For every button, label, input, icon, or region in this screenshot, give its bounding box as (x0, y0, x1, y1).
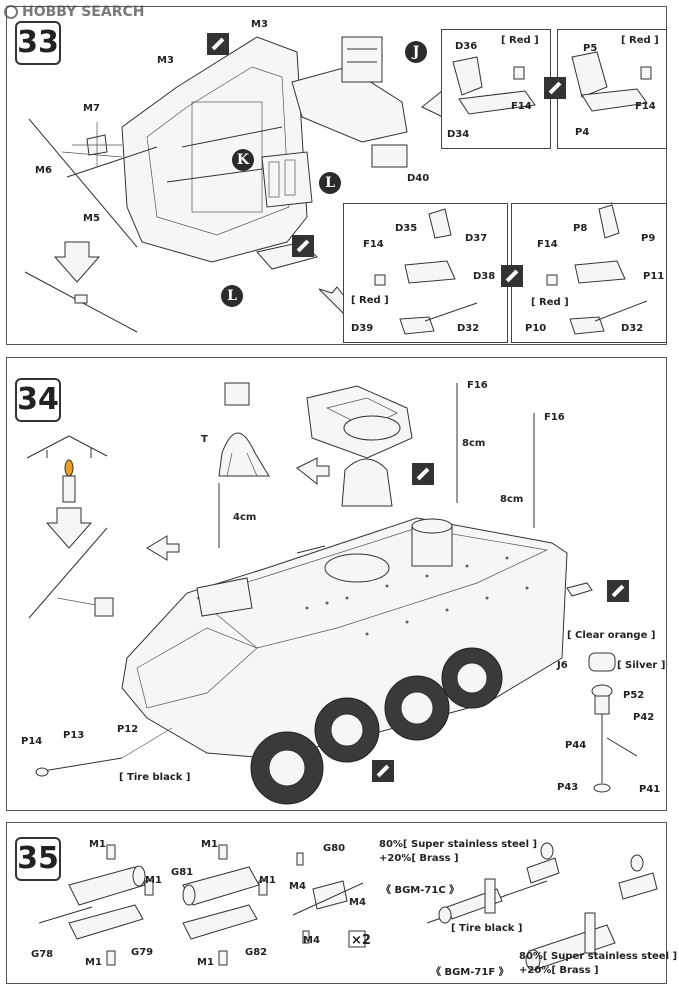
part-label: M1 (197, 957, 214, 968)
part-label: D36 (455, 41, 478, 52)
step-34-panel: 34 (6, 357, 667, 811)
paint-label: +20%[ Brass ] (519, 965, 599, 976)
part-label: M5 (83, 213, 100, 224)
callout-badge-l: L (221, 285, 243, 307)
callout-badge-j: J (405, 41, 427, 63)
paint-label: [ Tire black ] (451, 923, 523, 934)
paint-label: [ Red ] (351, 295, 389, 306)
dimension-label: 8cm (500, 494, 524, 505)
step-35-panel: 35 M1 M1 G78 M (6, 822, 677, 984)
part-label: P10 (525, 323, 547, 334)
part-label: F14 (511, 101, 532, 112)
part-label: F16 (544, 412, 565, 423)
part-label: D39 (351, 323, 374, 334)
part-label: M3 (251, 19, 268, 30)
callout-p4-assembly (557, 29, 667, 149)
part-label: M1 (145, 875, 162, 886)
part-label: P13 (63, 730, 85, 741)
part-label: M4 (349, 897, 366, 908)
part-label: F16 (467, 380, 488, 391)
paint-label: 80%[ Super stainless steel ] (379, 839, 538, 850)
part-label: P9 (641, 233, 656, 244)
cement-icon (501, 265, 523, 287)
part-label: T (201, 434, 208, 445)
part-label: D38 (473, 271, 496, 282)
callout-badge-l: L (319, 172, 341, 194)
part-label: M4 (289, 881, 306, 892)
part-label: P43 (557, 782, 579, 793)
part-label: P8 (573, 223, 588, 234)
step-35-drawing (38, 842, 658, 971)
part-label: G82 (245, 947, 268, 958)
cement-icon (292, 235, 314, 257)
part-label: P12 (117, 724, 139, 735)
part-label: P52 (623, 690, 645, 701)
part-label: D34 (447, 129, 470, 140)
step-33-callout-drawing (374, 51, 652, 335)
part-label: D32 (457, 323, 480, 334)
part-label: M1 (89, 839, 106, 850)
paint-label: [ Red ] (621, 35, 659, 46)
paint-label: [ Red ] (501, 35, 539, 46)
cement-icon (544, 77, 566, 99)
variant-label: 《 BGM-71C 》 (381, 885, 460, 896)
part-label: G80 (323, 843, 346, 854)
cement-icon (372, 760, 394, 782)
cement-icon (607, 580, 629, 602)
part-label: P5 (583, 43, 598, 54)
variant-label: 《 BGM-71F 》 (431, 967, 509, 978)
step-number: 35 (15, 837, 61, 881)
watermark-text: HOBBY SEARCH (22, 4, 145, 20)
step-33-panel: 33 (6, 6, 667, 345)
part-label: P42 (633, 712, 655, 723)
part-label: M1 (259, 875, 276, 886)
paint-label: +20%[ Brass ] (379, 853, 459, 864)
part-label: G78 (31, 949, 54, 960)
part-label: M6 (35, 165, 52, 176)
cement-icon (412, 463, 434, 485)
part-label: D32 (621, 323, 644, 334)
part-label: P14 (21, 736, 43, 747)
paint-label: [ Clear orange ] (567, 630, 656, 641)
part-label: M1 (85, 957, 102, 968)
part-label: G81 (171, 867, 194, 878)
step-number: 33 (15, 21, 61, 65)
part-label: D40 (407, 173, 430, 184)
part-label: M3 (157, 55, 174, 66)
dimension-label: 8cm (462, 438, 486, 449)
paint-label: [ Silver ] (617, 660, 666, 671)
part-label: F14 (635, 101, 656, 112)
callout-d34-assembly (441, 29, 551, 149)
part-label: P4 (575, 127, 590, 138)
part-label: M4 (303, 935, 320, 946)
part-label: G79 (131, 947, 154, 958)
step-number: 34 (15, 378, 61, 422)
part-label: M7 (83, 103, 100, 114)
part-label: J6 (557, 660, 568, 671)
step-34-drawing (26, 382, 638, 805)
part-label: P41 (639, 784, 661, 795)
callout-badge-k: K (232, 149, 254, 171)
quantity-label: ×2 (351, 933, 371, 948)
cement-icon (207, 33, 229, 55)
part-label: D37 (465, 233, 488, 244)
paint-label: [ Red ] (531, 297, 569, 308)
part-label: F14 (363, 239, 384, 250)
dimension-label: 4cm (233, 512, 257, 523)
paint-label: [ Tire black ] (119, 772, 191, 783)
part-label: D35 (395, 223, 418, 234)
part-label: F14 (537, 239, 558, 250)
part-label: M1 (201, 839, 218, 850)
paint-label: 80%[ Super stainless steel ] (519, 951, 678, 962)
part-label: P11 (643, 271, 665, 282)
part-label: P44 (565, 740, 587, 751)
